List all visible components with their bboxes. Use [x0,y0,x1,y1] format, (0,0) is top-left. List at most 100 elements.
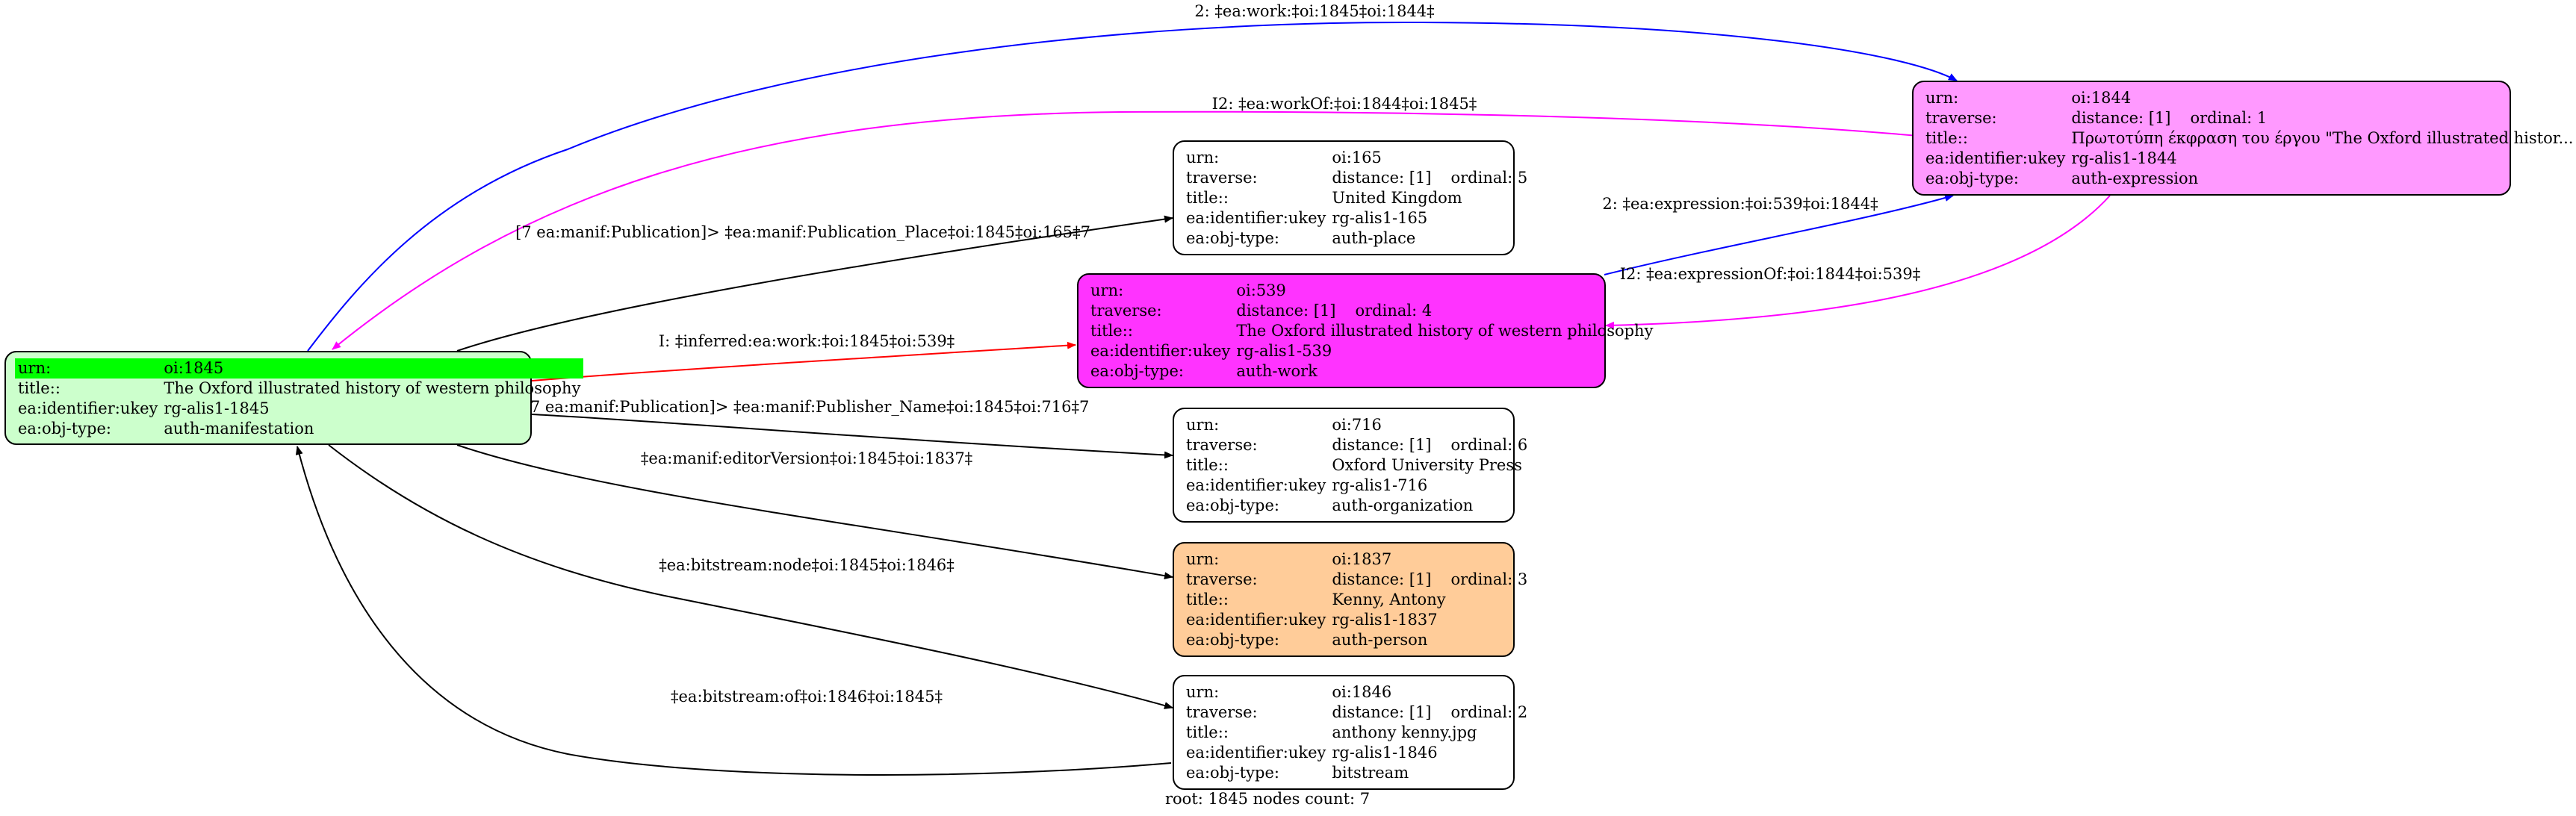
node-1837-objtype-key: ea:obj-type: [1186,631,1279,649]
node-1844-urn-value: oi:1844 [2071,89,2132,107]
node-539-objtype-value: auth-work [1236,362,1318,380]
node-539-title-value: The Oxford illustrated history of wester… [1236,322,1654,340]
node-1837-distance: distance: [1] [1332,570,1432,588]
node-1837[interactable]: urn:oi:1837 traverse:distance: [1]ordina… [1173,542,1527,657]
edge-inferred [531,341,1076,381]
graph-caption: root: 1845 nodes count: 7 [1165,790,1371,808]
node-539[interactable]: urn: oi:539 traverse: distance: [1] ordinal… [1077,273,1653,388]
node-1844-urn-key: urn: [1925,89,1959,107]
edge-work [307,21,1958,352]
node-1846-ordinal: ordinal: 2 [1450,703,1528,721]
edge-label-publisher: [7 ea:manif:Publication]> ‡ea:manif:Publ… [524,398,1090,416]
node-1844-title-value: Πρωτοτύπη έκφραση του έργου "The Oxford … [2071,129,2574,147]
node-716-objtype-value: auth-organization [1332,496,1474,514]
node-165-urn-value: oi:165 [1332,149,1382,166]
node-539-ordinal: ordinal: 4 [1355,302,1433,320]
edge-expressionOf [1605,195,2111,329]
node-1845-title-value: The Oxford illustrated history of wester… [164,379,581,397]
edge-label-bitstream-of: ‡ea:bitstream:of‡oi:1846‡oi:1845‡ [671,688,943,706]
node-1845-title-key: title:: [18,379,60,397]
node-165-title-value: United Kingdom [1332,189,1462,207]
node-165-ukey-key: ea:identifier:ukey [1186,209,1326,227]
node-165-objtype-value: auth-place [1332,229,1416,247]
edge-editor [456,444,1173,580]
node-539-objtype-key: ea:obj-type: [1090,362,1184,380]
node-1844-ukey-key: ea:identifier:ukey [1925,149,2066,167]
node-539-title-key: title:: [1090,322,1133,340]
node-1844[interactable]: urn: oi:1844 traverse: distance: [1] ordina… [1912,81,2573,196]
node-716[interactable]: urn:oi:716 traverse:distance: [1]ordinal… [1173,408,1527,523]
node-716-objtype-key: ea:obj-type: [1186,496,1279,514]
node-1837-title-value: Kenny, Antony [1332,591,1446,608]
node-716-urn-value: oi:716 [1332,416,1382,434]
node-1846-urn-key: urn: [1186,683,1220,701]
node-165-traverse-key: traverse: [1186,169,1258,187]
node-539-ukey-value: rg-alis1-539 [1236,342,1332,360]
node-1837-ukey-value: rg-alis1-1837 [1332,611,1438,629]
node-1844-distance: distance: [1] [2071,109,2171,127]
node-1845-urn-key: urn: [15,358,161,379]
node-165[interactable]: urn: oi:165 traverse: distance: [1] ordinal… [1173,140,1527,255]
edge-place [456,215,1173,352]
node-1846-title-value: anthony kenny.jpg [1332,723,1477,741]
node-539-ukey-key: ea:identifier:ukey [1090,342,1231,360]
edge-label-expressionOf: I2: ‡ea:expressionOf:‡oi:1844‡oi:539‡ [1620,265,1921,283]
node-1844-objtype-key: ea:obj-type: [1925,169,2019,187]
node-1845-urn-value: oi:1845 [161,358,584,379]
node-1846-distance: distance: [1] [1332,703,1432,721]
edge-workOf [332,110,1919,350]
node-716-ukey-key: ea:identifier:ukey [1186,476,1326,494]
node-1837-ukey-key: ea:identifier:ukey [1186,611,1326,629]
node-539-traverse-key: traverse: [1090,302,1162,320]
node-1844-title-key: title:: [1925,129,1968,147]
node-1837-title-key: title:: [1186,591,1229,608]
node-716-distance: distance: [1] [1332,436,1432,454]
node-1837-traverse-key: traverse: [1186,570,1258,588]
node-1844-ukey-value: rg-alis1-1844 [2071,149,2177,167]
node-716-traverse-key: traverse: [1186,436,1258,454]
edge-bitstream-of [295,446,1172,776]
node-1837-objtype-value: auth-person [1332,631,1428,649]
node-1845-objtype-key: ea:obj-type: [18,420,111,437]
node-1846-urn-value: oi:1846 [1332,683,1392,701]
edge-label-bitstream-node: ‡ea:bitstream:node‡oi:1845‡oi:1846‡ [659,556,955,574]
node-539-urn-value: oi:539 [1236,281,1286,299]
node-165-ukey-value: rg-alis1-165 [1332,209,1428,227]
node-716-ukey-value: rg-alis1-716 [1332,476,1428,494]
node-539-urn-key: urn: [1090,281,1124,299]
node-1845[interactable]: urn:oi:1845 title::The Oxford illustrate… [4,351,584,445]
node-1846-objtype-key: ea:obj-type: [1186,764,1279,782]
node-716-title-key: title:: [1186,456,1229,474]
edge-publisher [531,414,1173,459]
node-1837-urn-key: urn: [1186,550,1220,568]
node-1846-ukey-key: ea:identifier:ukey [1186,744,1326,762]
node-1837-ordinal: ordinal: 3 [1450,570,1528,588]
node-165-title-key: title:: [1186,189,1229,207]
node-165-distance: distance: [1] [1332,169,1432,187]
node-1844-ordinal: ordinal: 1 [2190,109,2268,127]
edge-label-work: 2: ‡ea:work:‡oi:1845‡oi:1844‡ [1194,2,1434,20]
edge-label-workOf: I2: ‡ea:workOf:‡oi:1844‡oi:1845‡ [1212,95,1477,113]
node-1845-ukey-value: rg-alis1-1845 [164,399,270,417]
node-1846-ukey-value: rg-alis1-1846 [1332,744,1438,762]
node-165-urn-key: urn: [1186,149,1220,166]
edge-expression [1604,194,1954,275]
node-165-ordinal: ordinal: 5 [1450,169,1528,187]
node-716-title-value: Oxford University Press [1332,456,1522,474]
edge-label-place: [7 ea:manif:Publication]> ‡ea:manif:Publ… [515,223,1090,241]
edge-label-editor: ‡ea:manif:editorVersion‡oi:1845‡oi:1837‡ [641,449,972,467]
edge-label-expression: 2: ‡ea:expression:‡oi:539‡oi:1844‡ [1602,195,1878,213]
node-1844-objtype-value: auth-expression [2071,169,2199,187]
graph-edges: 2: ‡ea:work:‡oi:1845‡oi:1844‡ I2: ‡ea:wo… [295,2,2111,776]
node-1846[interactable]: urn: oi:1846 traverse: distance: [1] ordina… [1173,675,1527,790]
node-1846-title-key: title:: [1186,723,1229,741]
node-1845-objtype-value: auth-manifestation [164,420,314,437]
node-1846-objtype-value: bitstream [1332,764,1409,782]
node-1845-ukey-key: ea:identifier:ukey [18,399,158,417]
edge-bitstream-node [328,444,1173,709]
node-1846-traverse-key: traverse: [1186,703,1258,721]
node-165-objtype-key: ea:obj-type: [1186,229,1279,247]
node-1844-traverse-key: traverse: [1925,109,1997,127]
node-716-urn-key: urn: [1186,416,1220,434]
node-539-distance: distance: [1] [1236,302,1336,320]
